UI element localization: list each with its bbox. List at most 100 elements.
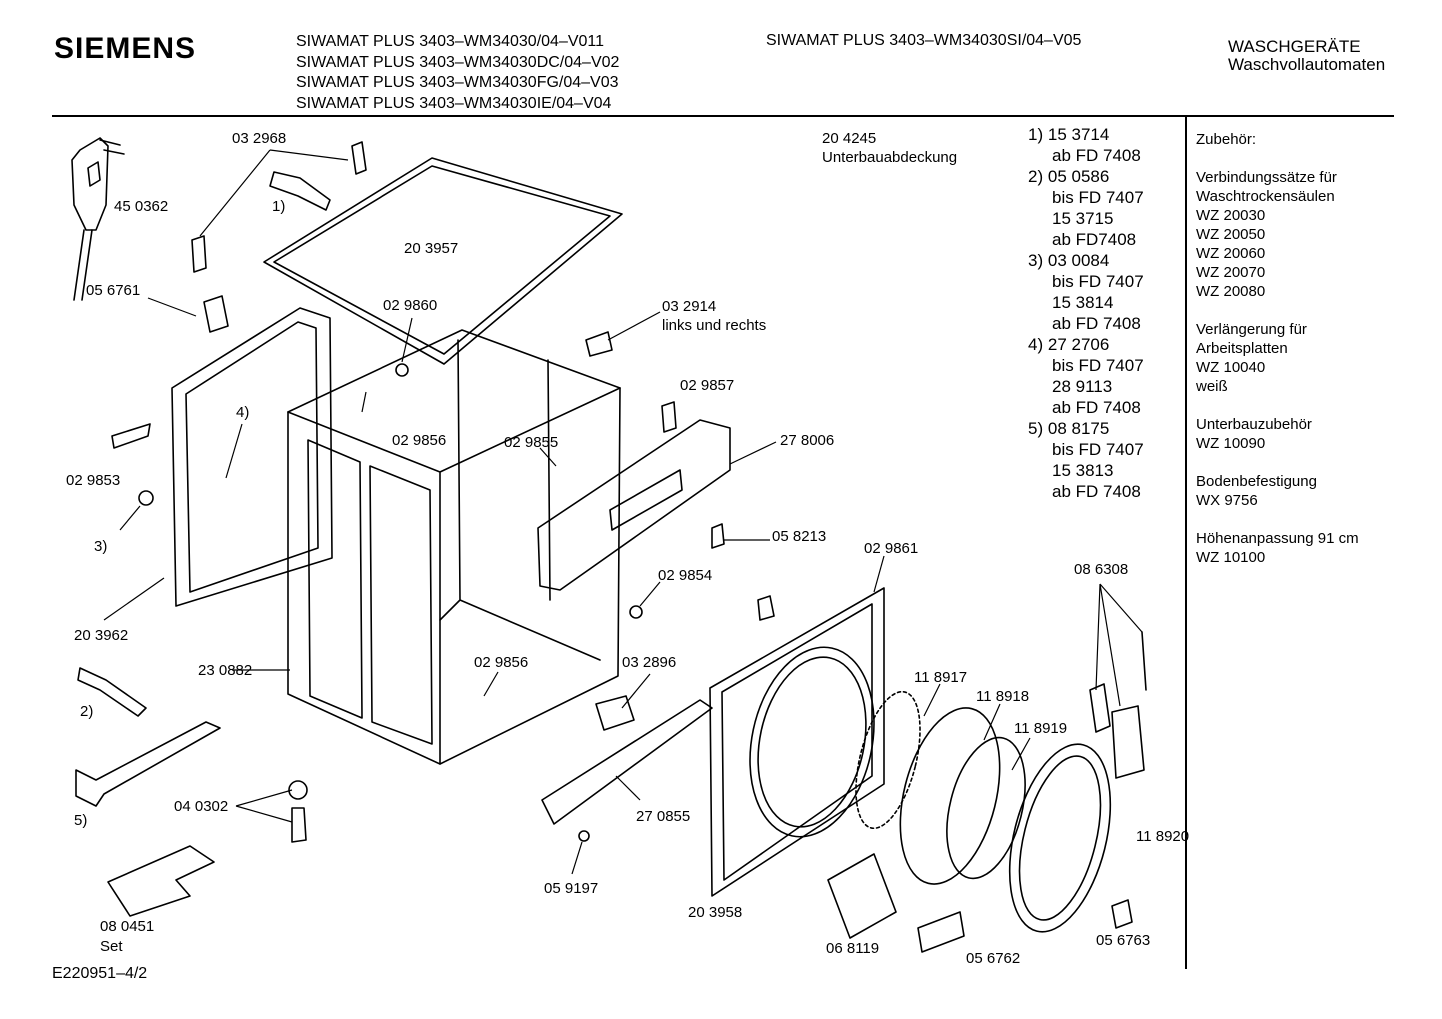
footnote-item: 2) 05 0586 xyxy=(1028,167,1110,186)
clip-part xyxy=(585,331,613,357)
part-label: 02 9861 xyxy=(864,540,919,557)
part-label: 05 6763 xyxy=(1096,932,1151,949)
accessory-line: WZ 10090 xyxy=(1196,435,1266,452)
note-ref: 2) xyxy=(80,703,94,720)
door-ring-inner xyxy=(1008,743,1112,933)
latch-part xyxy=(351,141,367,175)
part-label: 27 0855 xyxy=(636,808,691,825)
footnote-line: bis FD 7407 xyxy=(1052,272,1144,291)
filter-cover xyxy=(827,853,897,939)
note-ref: 4) xyxy=(236,404,250,421)
lock-part xyxy=(1111,899,1133,929)
accessory-line: Waschtrockensäulen xyxy=(1196,188,1335,205)
accessory-line: WZ 10040 xyxy=(1196,359,1266,376)
part-label: 04 0302 xyxy=(174,798,229,815)
part-label: 20 3962 xyxy=(74,627,129,644)
footnote-line: ab FD7408 xyxy=(1052,230,1137,249)
part-label: 02 9855 xyxy=(504,434,559,451)
housing-frame xyxy=(287,329,621,765)
door-seal xyxy=(855,690,921,830)
note-ref: 1) xyxy=(272,198,286,215)
accessory-line: WZ 10100 xyxy=(1196,549,1266,566)
part-label: 03 2914 xyxy=(662,298,717,315)
side-panel xyxy=(171,307,333,607)
footnote-item: 3) 03 0084 xyxy=(1028,251,1110,270)
category-title: WASCHGERÄTE xyxy=(1228,37,1361,56)
category: WASCHGERÄTE Waschvollautomaten xyxy=(1228,38,1385,74)
document-code: E220951–4/2 xyxy=(52,965,148,982)
part-label: 20 4245 xyxy=(822,130,877,147)
part-label: 23 0882 xyxy=(198,662,253,679)
brand-logo: SIEMENS xyxy=(54,32,197,65)
screw-part xyxy=(578,830,590,842)
part-label: 06 8119 xyxy=(826,940,880,957)
part-label: 05 6762 xyxy=(966,950,1021,967)
part-label: 27 8006 xyxy=(780,432,835,449)
hinge-bracket xyxy=(1089,683,1111,733)
part-label: 02 9854 xyxy=(658,567,713,584)
accessory-line: weiß xyxy=(1196,378,1228,395)
footnote-line: bis FD 7407 xyxy=(1052,188,1144,207)
clip-part xyxy=(661,401,677,433)
bracket-part xyxy=(917,911,965,953)
part-label: 03 2896 xyxy=(622,654,677,671)
accessory-line: Bodenbefestigung xyxy=(1196,473,1317,490)
part-label-note: Unterbauabdeckung xyxy=(822,149,958,166)
footnote-item: 4) 27 2706 xyxy=(1028,335,1110,354)
part-label-note: links und rechts xyxy=(662,317,767,334)
accessory-line: Verlängerung für xyxy=(1196,321,1307,338)
accessory-line: Unterbauzubehör xyxy=(1196,416,1312,433)
door-ring-outer xyxy=(899,707,1001,885)
front-panel xyxy=(709,587,885,897)
hinge-part xyxy=(203,295,229,333)
footnote-line: ab FD 7408 xyxy=(1052,146,1141,165)
footnote-line: bis FD 7407 xyxy=(1052,356,1144,375)
part-label: 02 9860 xyxy=(383,297,438,314)
footnote-line: 15 3813 xyxy=(1052,461,1114,480)
accessory-line: Verbindungssätze für xyxy=(1196,169,1337,186)
part-label: 02 9856 xyxy=(474,654,529,671)
clip-part xyxy=(111,423,151,449)
part-label: 11 8919 xyxy=(1014,720,1068,737)
hinge-part xyxy=(595,695,635,731)
part-label: 20 3957 xyxy=(404,240,459,257)
clip-part xyxy=(711,523,725,549)
accessory-line: WX 9756 xyxy=(1196,492,1258,509)
note-ref: 5) xyxy=(74,812,88,829)
nut-part xyxy=(288,780,308,800)
door-opening xyxy=(757,656,867,828)
footnote-line: ab FD 7408 xyxy=(1052,482,1141,501)
accessory-line: WZ 20060 xyxy=(1196,245,1266,262)
clip-part xyxy=(757,595,775,621)
model-line: SIWAMAT PLUS 3403–WM34030FG/04–V03 xyxy=(296,74,619,91)
washer-part xyxy=(138,490,154,506)
part-label: 11 8917 xyxy=(914,669,968,686)
clip-part xyxy=(191,235,207,273)
part-label: 20 3958 xyxy=(688,904,743,921)
accessories-title: Zubehör: xyxy=(1196,131,1257,148)
part-label: 45 0362 xyxy=(114,198,169,215)
footnote-list: 1) 15 3714 ab FD 7408 2) 05 0586 bis FD … xyxy=(1028,124,1144,502)
part-label: 02 9857 xyxy=(680,377,735,394)
footnote-line: 15 3814 xyxy=(1052,293,1114,312)
part-label: 02 9856 xyxy=(392,432,447,449)
door-glass xyxy=(946,736,1026,880)
hose-part xyxy=(77,667,147,717)
accessory-line: Höhenanpassung 91 cm xyxy=(1196,530,1359,547)
part-label: 03 2968 xyxy=(232,130,287,147)
spring-part xyxy=(269,171,331,211)
footnote-line: 28 9113 xyxy=(1052,377,1113,396)
footnote-line: ab FD 7408 xyxy=(1052,398,1141,417)
fixing-set xyxy=(107,845,215,917)
wrench-tool xyxy=(75,721,221,807)
header-divider xyxy=(52,115,1394,117)
part-label: 02 9853 xyxy=(66,472,121,489)
accessory-line: Arbeitsplatten xyxy=(1196,340,1288,357)
footnote-line: 15 3715 xyxy=(1052,209,1114,228)
model-line: SIWAMAT PLUS 3403–WM34030DC/04–V02 xyxy=(296,53,620,71)
part-label: 08 6308 xyxy=(1074,561,1129,578)
control-panel-bracket xyxy=(537,419,731,591)
sidebar-divider xyxy=(1185,117,1187,969)
accessory-line: WZ 20070 xyxy=(1196,264,1266,281)
